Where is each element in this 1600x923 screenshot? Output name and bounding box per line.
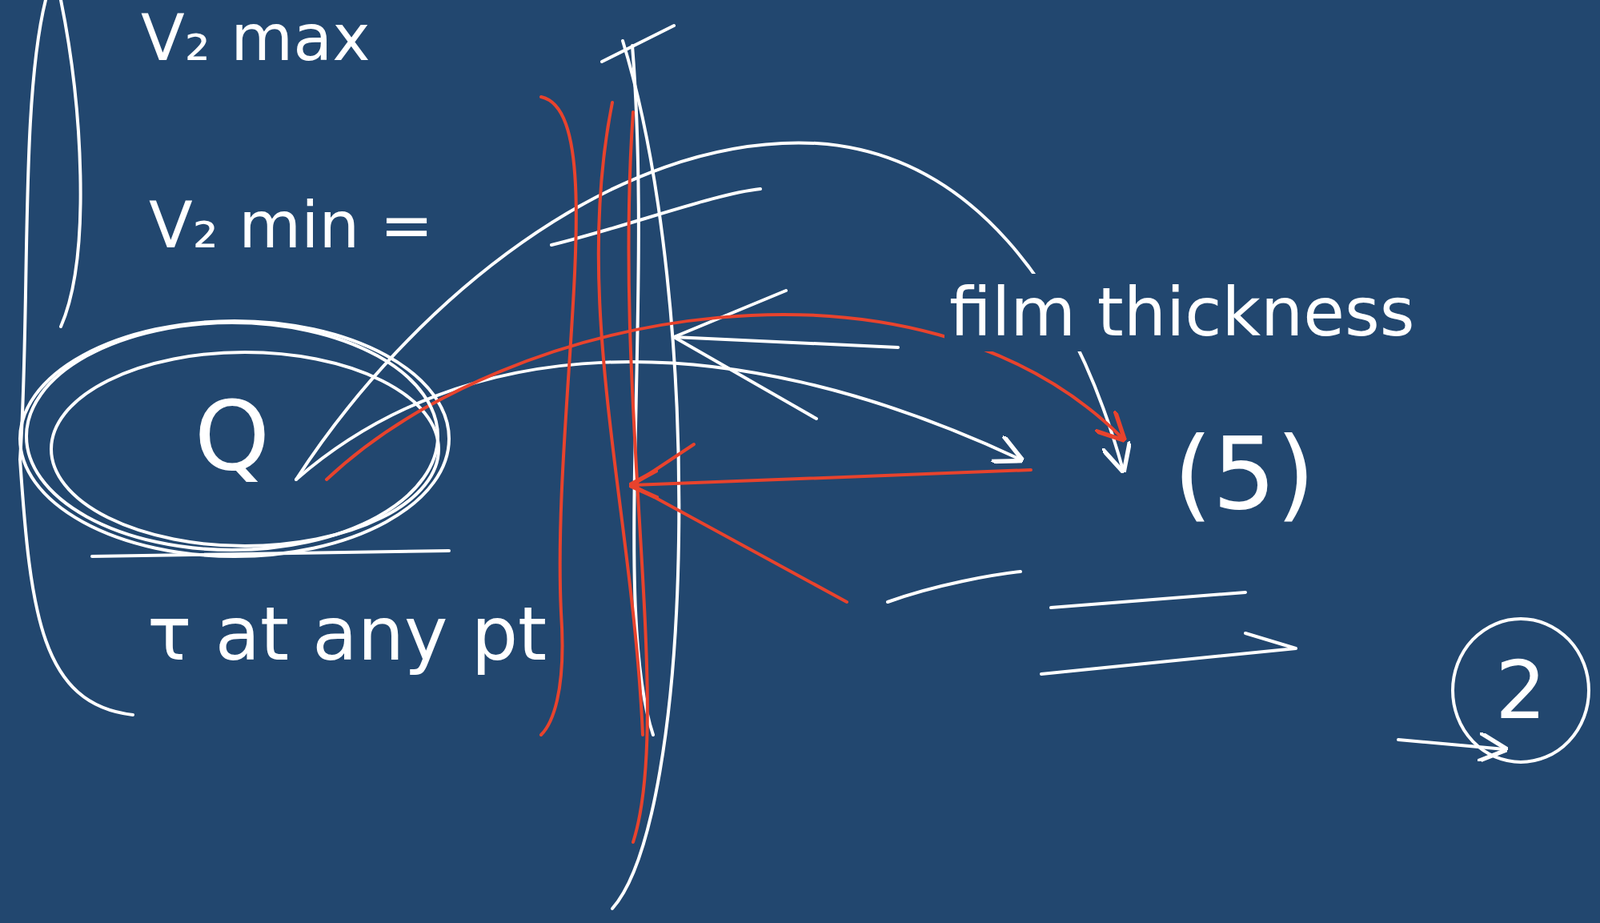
tick-stroke <box>601 25 674 62</box>
note-label: V₂ max <box>136 1 376 76</box>
arrow-stroke <box>1398 739 1505 750</box>
note-label: (5) <box>1168 416 1320 532</box>
red-arrow <box>632 469 1031 486</box>
node-text: 2 <box>1495 646 1547 735</box>
red-stroke <box>632 485 847 602</box>
outline-ellipse <box>26 322 438 550</box>
note-label: τ at any pt <box>142 592 552 678</box>
red-vertical <box>598 102 643 735</box>
node-text: Q <box>194 383 270 490</box>
wedge-stroke <box>673 336 899 348</box>
note-label: V₂ min = <box>144 188 439 263</box>
red-stroke <box>632 444 694 486</box>
underline <box>92 550 450 557</box>
left-stroke <box>60 0 81 327</box>
scribble-ring <box>51 352 439 546</box>
scribble-ring <box>20 320 450 557</box>
callout-number: 2 <box>1450 616 1592 765</box>
dash <box>887 571 1021 602</box>
stroke <box>551 188 761 245</box>
dash <box>1050 592 1246 608</box>
arrow-stroke <box>1041 633 1296 674</box>
wedge-stroke <box>673 290 817 419</box>
note-label: film thickness <box>944 273 1420 352</box>
outline-ellipse <box>1452 618 1589 762</box>
circled-symbol: Q <box>24 320 441 553</box>
